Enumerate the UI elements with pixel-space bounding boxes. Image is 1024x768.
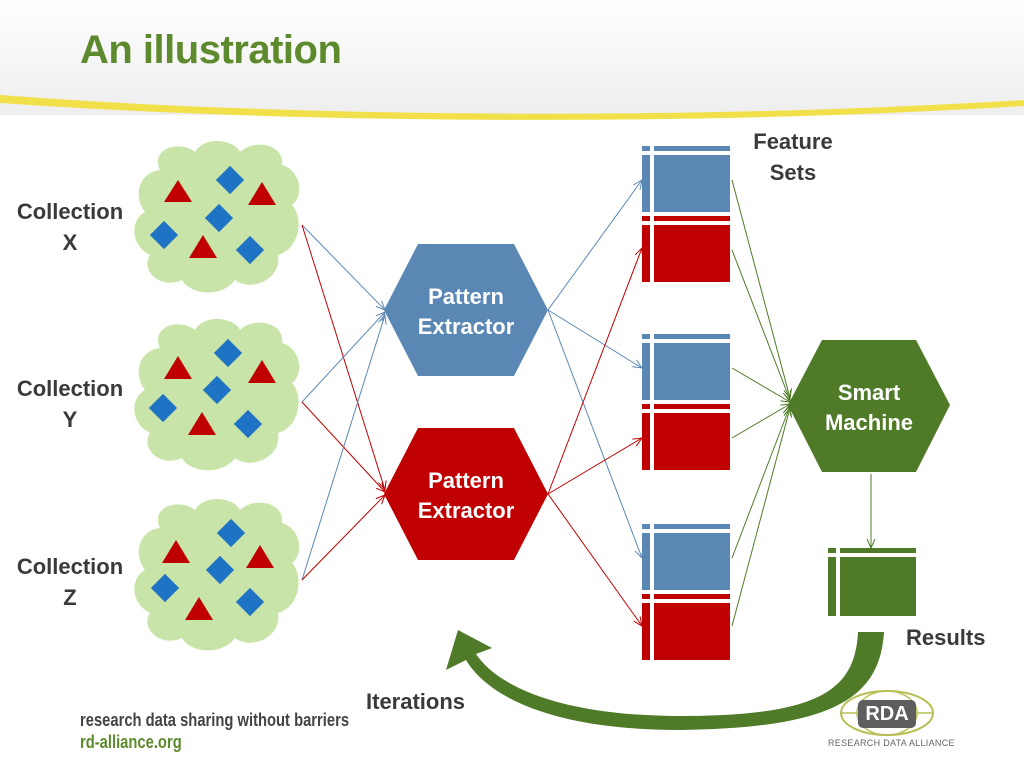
rda-logo-subtext: RESEARCH DATA ALLIANCE xyxy=(828,738,955,748)
collection-z-cloud xyxy=(134,499,300,651)
feature-set-2 xyxy=(642,334,730,470)
iterations-label: Iterations xyxy=(366,689,466,714)
pattern-extractor-red-line2: Extractor xyxy=(417,498,515,523)
results-label: Results xyxy=(906,625,986,650)
iteration-arrow xyxy=(446,630,884,730)
collection-y-line2: Y xyxy=(62,407,78,432)
pattern-extractor-blue-line2: Extractor xyxy=(417,314,515,339)
pattern-extractor-blue-line1: Pattern xyxy=(428,284,504,309)
smart-machine xyxy=(788,340,950,472)
feature-sets-line2: Sets xyxy=(769,160,817,185)
collection-y-cloud xyxy=(134,319,300,471)
header-yellow-swoosh xyxy=(0,95,1024,120)
feature-sets-label: Feature Sets xyxy=(738,126,848,188)
collection-x-line2: X xyxy=(62,230,78,255)
feature-sets-line1: Feature xyxy=(753,129,833,154)
pattern-extractor-blue xyxy=(384,244,548,376)
collection-x-label: Collection X xyxy=(8,196,132,258)
collection-z-label: Collection Z xyxy=(8,551,132,613)
collection-x-cloud xyxy=(134,141,300,293)
featureset-to-machine-arrows xyxy=(731,179,790,627)
feature-set-3 xyxy=(642,524,730,660)
page-title: An illustration xyxy=(80,28,342,72)
results-block xyxy=(828,548,916,616)
header-band xyxy=(0,0,1024,115)
smart-machine-label: Smart Machine xyxy=(799,378,939,438)
pattern-extractor-red-label: Pattern Extractor xyxy=(396,466,536,526)
footer-url[interactable]: rd-alliance.org xyxy=(80,732,182,752)
collection-z-line1: Collection xyxy=(16,554,124,579)
smart-machine-line2: Machine xyxy=(824,410,914,435)
collection-to-extractor-arrows xyxy=(301,224,385,581)
smart-machine-line1: Smart xyxy=(837,380,901,405)
footer-tagline: research data sharing without barriers xyxy=(80,710,350,730)
pattern-extractor-red xyxy=(384,428,548,560)
collection-x-line1: Collection xyxy=(16,199,124,224)
pattern-extractor-blue-label: Pattern Extractor xyxy=(396,282,536,342)
rda-logo-text: RDA xyxy=(865,703,909,725)
collection-y-line1: Collection xyxy=(16,376,124,401)
collection-y-label: Collection Y xyxy=(8,373,132,435)
rda-logo xyxy=(840,690,934,736)
collection-z-line2: Z xyxy=(63,585,77,610)
pattern-extractor-red-line1: Pattern xyxy=(428,468,504,493)
extractor-to-featureset-arrows xyxy=(547,180,642,626)
feature-set-1 xyxy=(642,146,730,282)
